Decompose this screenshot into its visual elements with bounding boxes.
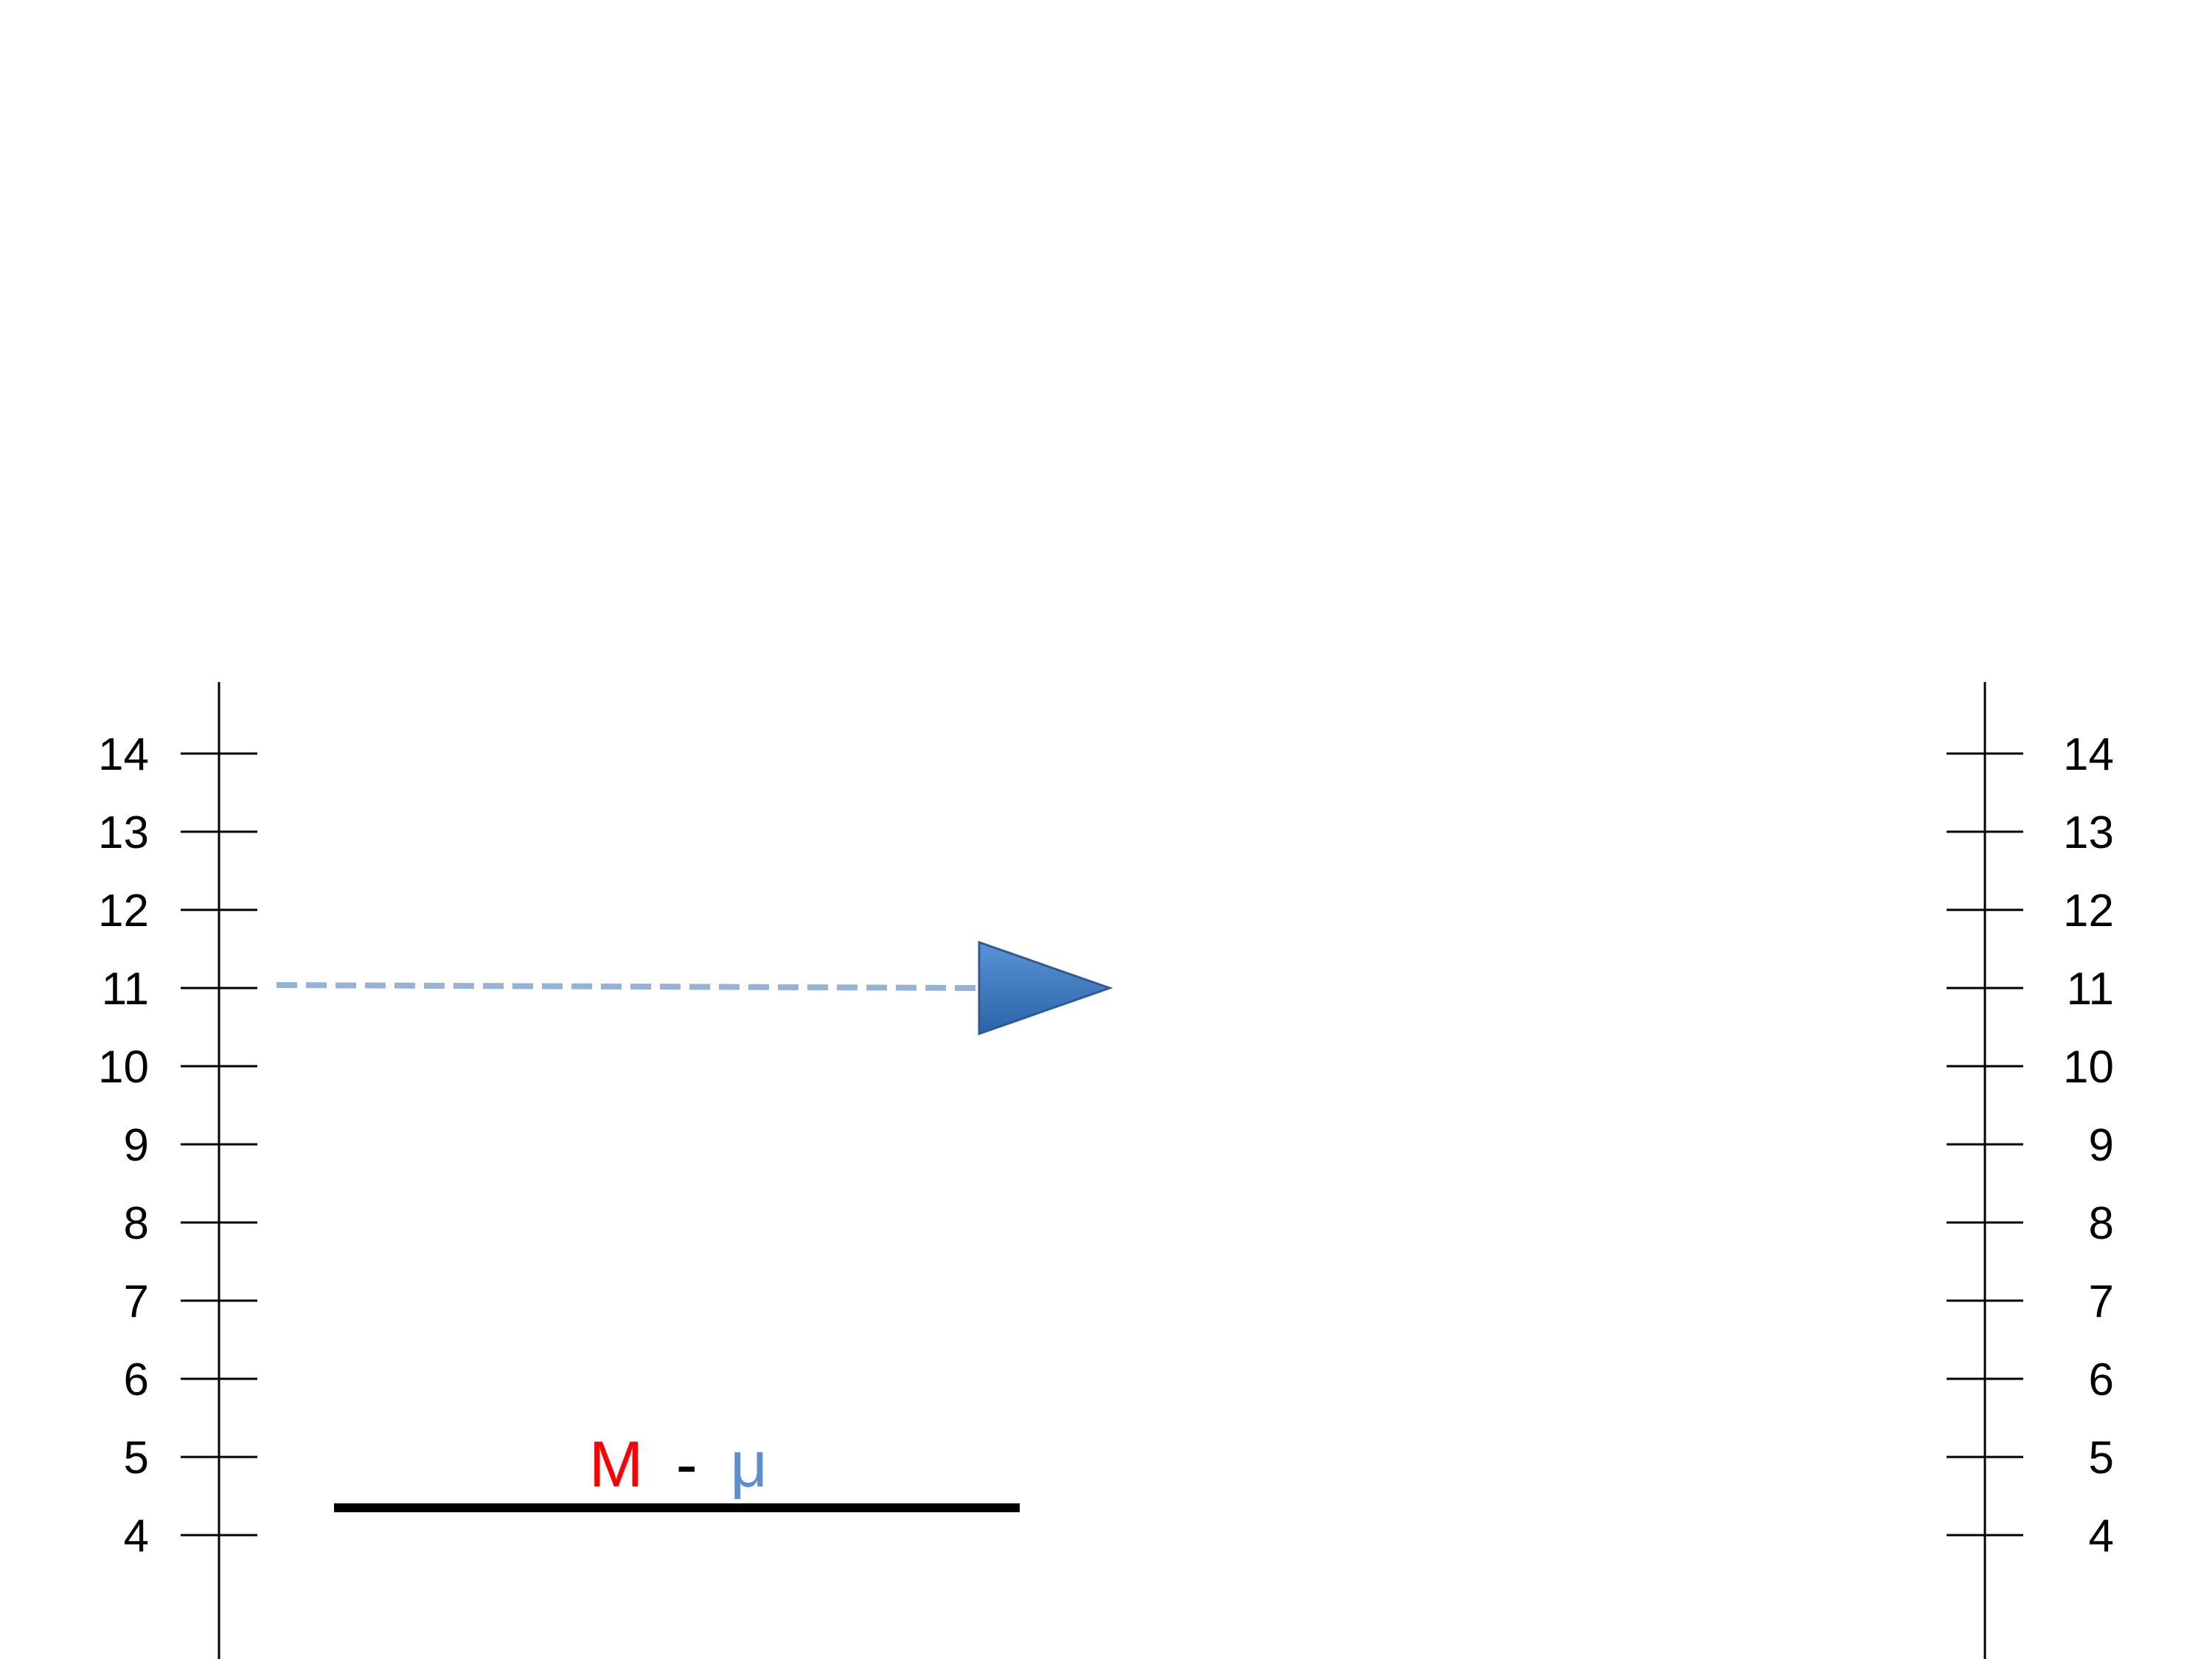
- left-axis: 4 5 6 7 8 9 10 11 12 13 14: [98, 682, 257, 1659]
- right-axis-tick-label: 7: [2089, 1276, 2114, 1327]
- left-axis-tick-label: 5: [124, 1433, 149, 1484]
- right-axis-tick-label: 12: [2063, 886, 2114, 936]
- dashed-arrow: [276, 940, 1113, 1036]
- left-axis-tick-label: 8: [124, 1198, 149, 1249]
- right-axis-tick-label: 9: [2089, 1120, 2114, 1171]
- left-axis-tick-label: 9: [124, 1120, 149, 1171]
- right-axis-tick-label: 10: [2063, 1042, 2114, 1093]
- arrow-head-icon: [978, 940, 1113, 1036]
- right-axis-tick-label: 11: [2067, 964, 2114, 1015]
- left-axis-tick-label: 11: [102, 964, 149, 1015]
- right-axis-tick-label: 6: [2089, 1354, 2114, 1405]
- left-axis-tick-label: 12: [98, 886, 149, 936]
- right-axis-tick-label: 13: [2063, 807, 2114, 858]
- left-axis-tick-label: 7: [124, 1276, 149, 1327]
- formula-m: M: [589, 1427, 643, 1500]
- arrow-dashed-line: [276, 982, 981, 991]
- formula-minus: -: [676, 1427, 698, 1500]
- left-axis-tick-label: 13: [98, 807, 149, 858]
- left-axis-tick-label: 4: [124, 1511, 149, 1562]
- right-axis: 4 5 6 7 8 9 10 11 12 13 14: [1947, 682, 2114, 1659]
- right-axis-tick-label: 8: [2089, 1198, 2114, 1249]
- right-axis-tick-label: 4: [2089, 1511, 2114, 1562]
- right-axis-tick-label: 5: [2089, 1433, 2114, 1484]
- right-axis-tick-label: 14: [2063, 729, 2114, 780]
- formula-label: M - μ: [589, 1427, 768, 1500]
- left-axis-tick-label: 10: [98, 1042, 149, 1093]
- left-axis-tick-label: 14: [98, 729, 149, 780]
- left-axis-tick-label: 6: [124, 1354, 149, 1405]
- formula-mu: μ: [730, 1427, 768, 1500]
